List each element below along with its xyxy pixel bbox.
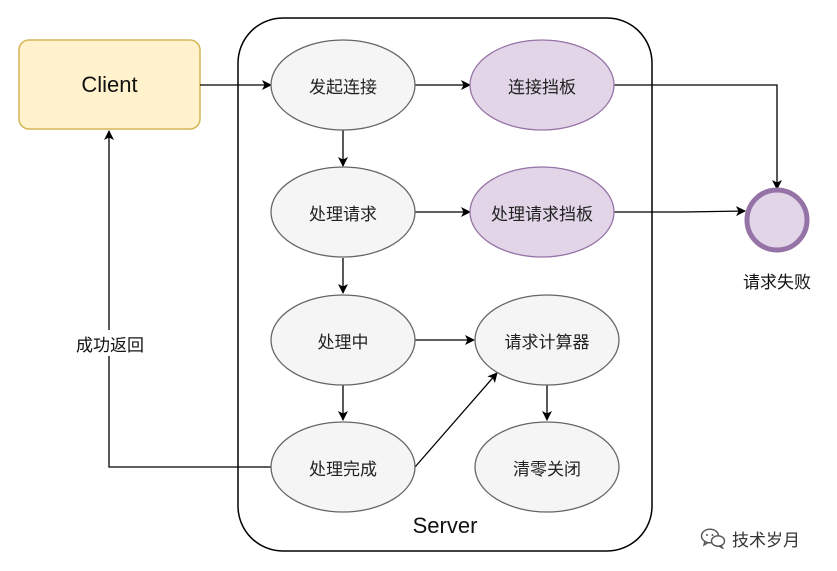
node-connect-baffle [469, 39, 615, 131]
watermark: 技术岁月 [700, 523, 800, 553]
edge-processed-to-counter [414, 372, 498, 468]
node-start-connect [270, 39, 416, 131]
wechat-icon [700, 528, 726, 549]
node-processing [270, 294, 416, 386]
edge-request-baffle-to-fail [614, 206, 746, 217]
end-state-circle [744, 187, 810, 253]
node-processed [270, 421, 416, 513]
node-handle-request [270, 166, 416, 258]
node-request-counter [474, 294, 620, 386]
node-clear-close [474, 421, 620, 513]
client-box [18, 39, 201, 130]
edges [104, 80, 782, 468]
node-handle-request-baffle [469, 166, 615, 258]
edge-processed-to-client [104, 130, 271, 468]
watermark-text: 技术岁月 [732, 530, 800, 551]
edge-connect-baffle-to-fail [614, 84, 782, 190]
